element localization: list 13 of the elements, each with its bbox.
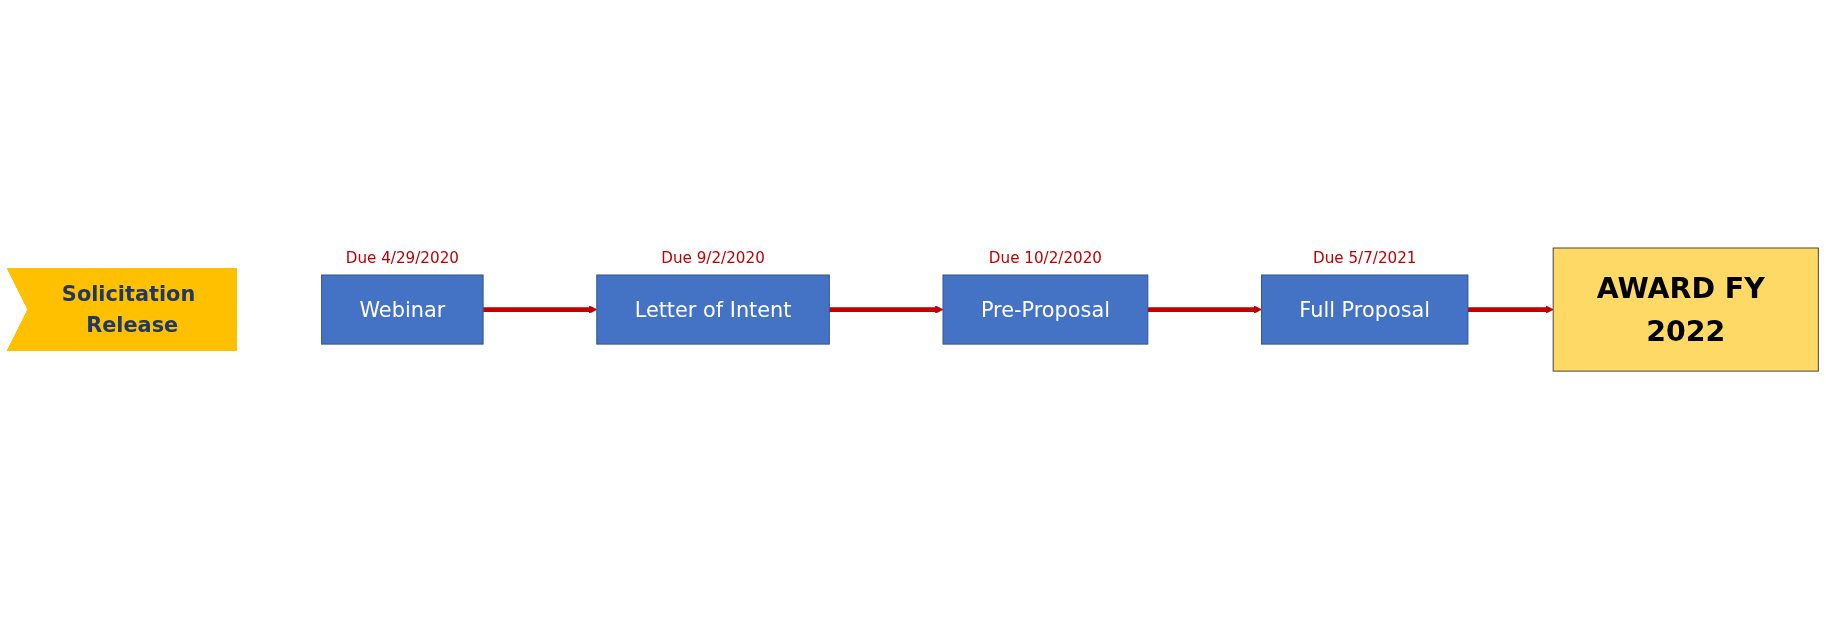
node-box: [1552, 247, 1819, 373]
arrow: [829, 305, 944, 315]
arrow: [1147, 305, 1262, 315]
node-label: Due 10/2/2020: [988, 248, 1102, 267]
arrow: [1467, 305, 1554, 315]
node-box: [596, 274, 830, 346]
node-box: [942, 274, 1149, 346]
node-label: Due 5/7/2021: [1312, 248, 1417, 267]
node-label: Due 9/2/2020: [661, 248, 765, 267]
node-label: Due 4/29/2020: [345, 248, 459, 267]
node-box: [321, 274, 484, 346]
arrow: [483, 305, 598, 315]
node-box: [1261, 274, 1469, 346]
